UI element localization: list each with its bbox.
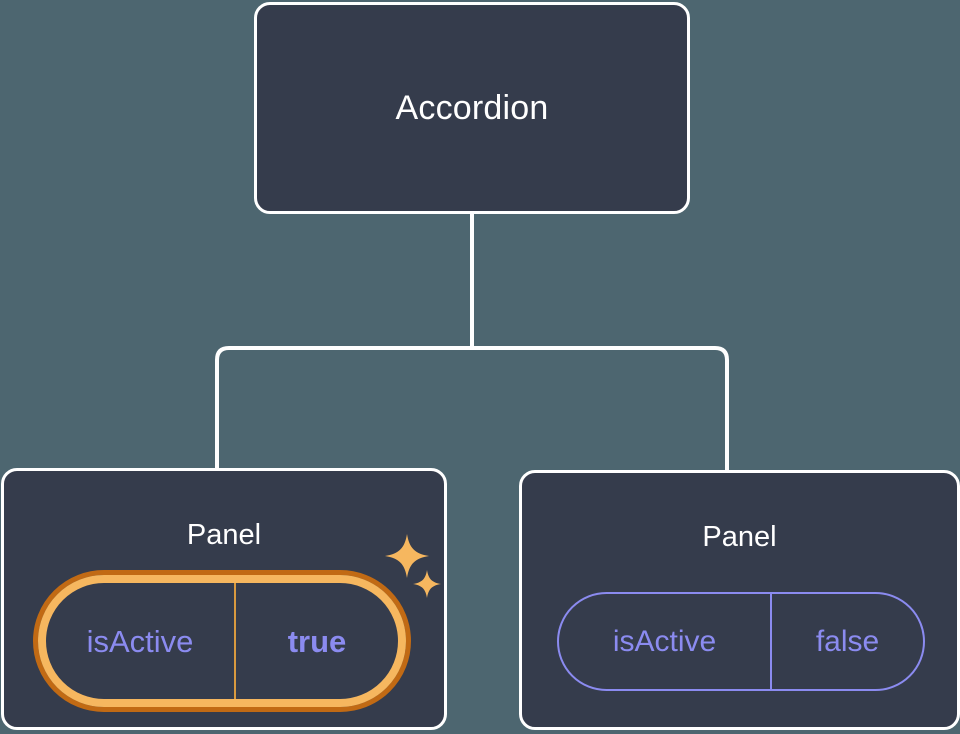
prop-key-isactive: isActive xyxy=(559,594,772,689)
prop-pill-isactive-false[interactable]: isActive false xyxy=(557,592,925,691)
sparkle-icon xyxy=(385,534,429,578)
node-label-panel-active: Panel xyxy=(186,519,262,551)
node-label-accordion: Accordion xyxy=(395,89,549,127)
prop-value-true: true xyxy=(287,623,347,659)
prop-key-isactive: isActive xyxy=(46,583,236,699)
prop-pill-inner-ring: isActive true xyxy=(38,575,406,707)
sparkle-icon xyxy=(413,570,441,598)
tree-node-accordion[interactable]: Accordion xyxy=(254,2,690,214)
prop-pill-isactive-true[interactable]: isActive true xyxy=(33,570,411,712)
node-label-panel-inactive: Panel xyxy=(702,521,777,553)
connector-branch-bar xyxy=(215,346,729,470)
prop-value-false: false xyxy=(815,624,880,658)
